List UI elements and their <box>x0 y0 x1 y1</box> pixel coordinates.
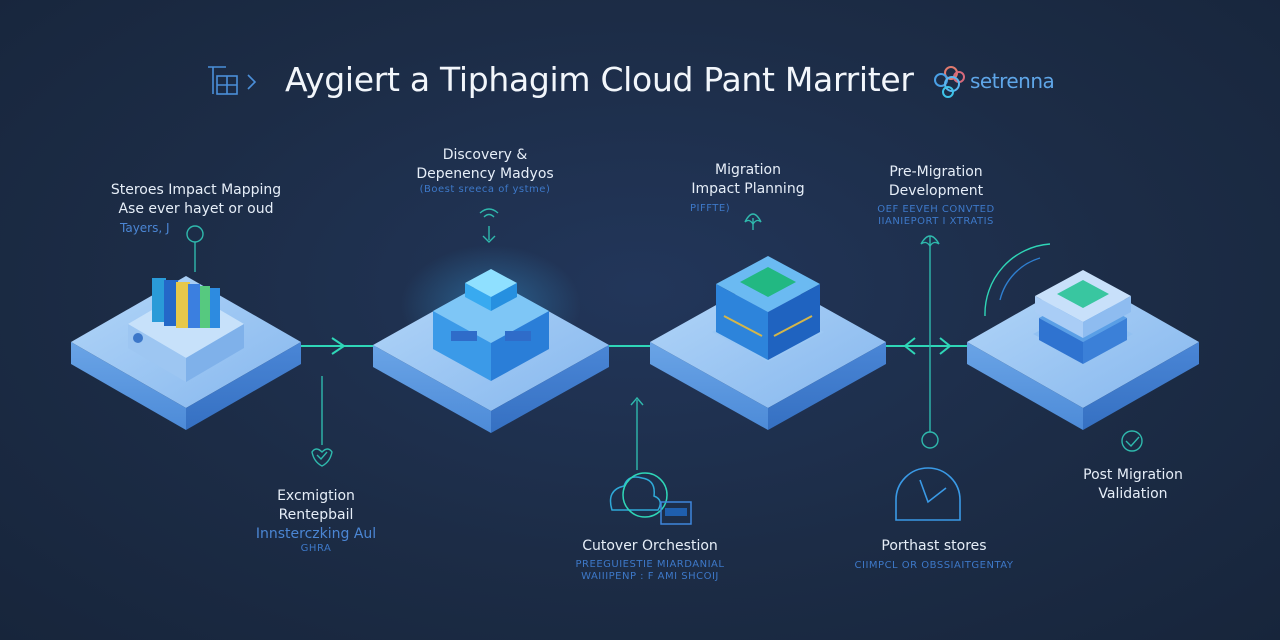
stage-title-line: Porthast stores <box>881 538 987 554</box>
stage-title-line: Pre-Migration <box>889 164 983 180</box>
stage-porthast-stores[interactable]: Porthast stores CIIMPCL OR OBSSIAITGENTA… <box>854 537 1014 572</box>
stage-subtitle: WAIIIPENP : F AMI SHCOIJ <box>581 571 719 582</box>
layout-panel-icon <box>208 66 257 95</box>
arrow-left-icon <box>903 337 916 355</box>
stage-subtitle: (Boest sreeca of ystme) <box>419 184 551 195</box>
arrow-right-icon <box>939 337 952 355</box>
clock-gauge-icon <box>895 467 961 521</box>
platform-validator <box>967 270 1199 430</box>
stage-subtitle: IIANIEPORT I XTRATIS <box>878 216 994 227</box>
brand-name: setrenna <box>970 69 1055 93</box>
page-title: Aygiert a Tiphagim Cloud Pant Marriter <box>285 60 914 99</box>
cloud-cluster-icon <box>934 66 965 98</box>
stage-post-migration-validation[interactable]: Post Migration Validation <box>1048 466 1218 504</box>
stage-migration-impact-planning[interactable]: Migration Impact Planning PIFFTE) <box>668 161 828 215</box>
stage-title-line: Development <box>888 183 984 199</box>
stage-subtitle: Innsterczking Aul <box>255 526 377 542</box>
flow-connector <box>300 337 970 355</box>
stage-subtitle: GHRA <box>300 543 332 554</box>
stage-excmigtion-rentepbail[interactable]: Excmigtion Rentepbail Innsterczking Aul … <box>236 487 396 555</box>
stage-title-line: Steroes Impact Mapping <box>110 182 282 198</box>
stage-title-line: Cutover Orchestion <box>582 538 718 554</box>
wifi-signal-icon <box>479 208 499 218</box>
stage-title-line: Discovery & <box>442 147 528 163</box>
stage-pre-migration-development[interactable]: Pre-Migration Development OEF EEVEH CONV… <box>856 163 1016 228</box>
stage-title-line: Post Migration <box>1083 467 1183 483</box>
stage-subtitle: PIFFTE) <box>690 203 731 214</box>
arrow-head-icon <box>331 337 346 355</box>
platform-hub <box>373 245 609 433</box>
stage-discovery-dependency[interactable]: Discovery & Depenency Madyos (Boest sree… <box>395 146 575 196</box>
stage-subtitle: Tayers, J <box>120 221 170 235</box>
stage-stores-impact-mapping[interactable]: Steroes Impact Mapping Ase ever hayet or… <box>96 181 296 237</box>
stage-title-line: Impact Planning <box>691 181 805 197</box>
stage-title-line: Rentepbail <box>278 507 354 523</box>
header: Aygiert a Tiphagim Cloud Pant Marriter s… <box>0 58 1280 108</box>
cloud-sync-icon <box>609 472 692 525</box>
binder-stack-icon <box>152 278 220 328</box>
platform-books <box>71 276 301 430</box>
platform-server <box>650 256 886 430</box>
stage-title-line: Migration <box>714 162 781 178</box>
arrow-down-icon <box>482 235 496 243</box>
stage-title-line: Validation <box>1098 486 1168 502</box>
rocket-arrow-icon <box>744 213 762 226</box>
stage-subtitle: CIIMPCL OR OBSSIAITGENTAY <box>854 560 1014 571</box>
stage-title-line: Depenency Madyos <box>416 166 554 182</box>
stage-subtitle: OEF EEVEH CONVTED <box>877 204 995 215</box>
brand-logo[interactable]: setrenna <box>930 64 1060 100</box>
shield-badge-icon <box>186 225 204 243</box>
stage-title-line: Excmigtion <box>277 488 355 504</box>
check-circle-icon <box>1121 430 1143 452</box>
stage-title-line: Ase ever hayet or oud <box>118 201 274 217</box>
check-heart-icon <box>311 448 333 467</box>
stage-cutover-orchestration[interactable]: Cutover Orchestion PREEGUIESTIE MIARDANI… <box>560 537 740 583</box>
stage-subtitle: PREEGUIESTIE MIARDANIAL <box>575 559 725 570</box>
